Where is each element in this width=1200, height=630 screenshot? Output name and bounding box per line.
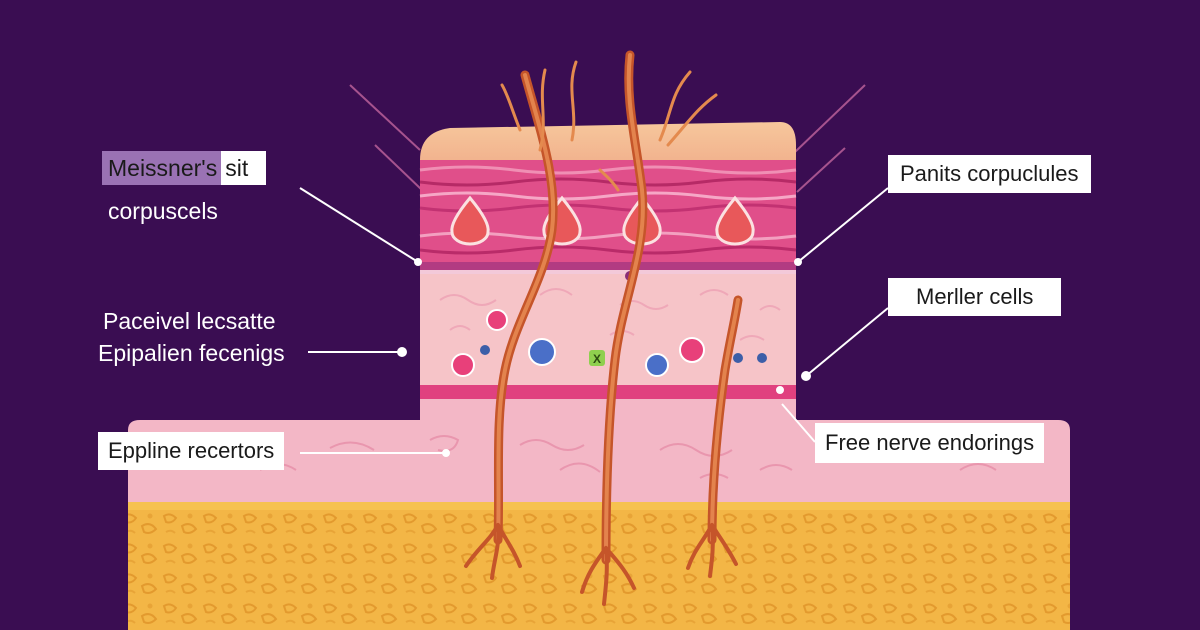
green-cell: [589, 350, 605, 366]
nerve-tip-4: [658, 70, 692, 142]
nerve-root-right: [686, 523, 738, 578]
label-paceivel-lecsatte: Paceivel lecsatte: [103, 308, 276, 334]
nerve-tip-6: [598, 168, 620, 192]
band-divider-light: [420, 270, 796, 274]
blue-cell-2: [645, 353, 669, 377]
label-meissner-line2: corpuscels: [108, 198, 218, 224]
label-eppline-recertors: Eppline recertors: [98, 432, 285, 470]
blue-cell-5: [757, 353, 767, 363]
papillary-dermis: [420, 274, 796, 398]
label-panits-corpuclules: Panits corpuclules: [888, 155, 1091, 193]
hypodermis-border: [128, 500, 1070, 510]
nerve-tip-2: [570, 60, 578, 142]
label-meissner-suffix: sit: [221, 151, 267, 185]
nerve-tip-5: [666, 93, 718, 147]
blue-cell-3: [480, 345, 490, 355]
pink-cell-1: [486, 309, 508, 331]
nerve-root-left: [464, 523, 522, 580]
blue-cell-4: [733, 353, 743, 363]
pink-cell-3: [679, 337, 705, 363]
pink-cell-2: [451, 353, 475, 377]
label-meissner-highlight: Meissner's: [102, 151, 222, 185]
corpuscle-4: [715, 195, 755, 246]
corpuscle-1: [450, 195, 490, 246]
label-merller-cells: Merller cells: [888, 278, 1062, 316]
label-epipalien-fecenigs: Epipalien fecenigs: [98, 340, 285, 366]
nerve-root-middle: [580, 546, 636, 606]
hypodermis-fat-layer: [128, 508, 1070, 630]
band-divider: [420, 262, 796, 270]
green-cell-marker: X: [593, 352, 601, 366]
leader-lines: [299, 187, 889, 457]
blue-cell-1: [528, 338, 556, 366]
label-free-nerve-endorings: Free nerve endorings: [815, 423, 1045, 463]
nerve-tip-3: [500, 83, 522, 132]
epidermis-top: [420, 122, 796, 172]
decor-lines: [349, 84, 866, 193]
nerve-fibers: [464, 50, 743, 606]
nerve-tip-1: [538, 68, 547, 152]
